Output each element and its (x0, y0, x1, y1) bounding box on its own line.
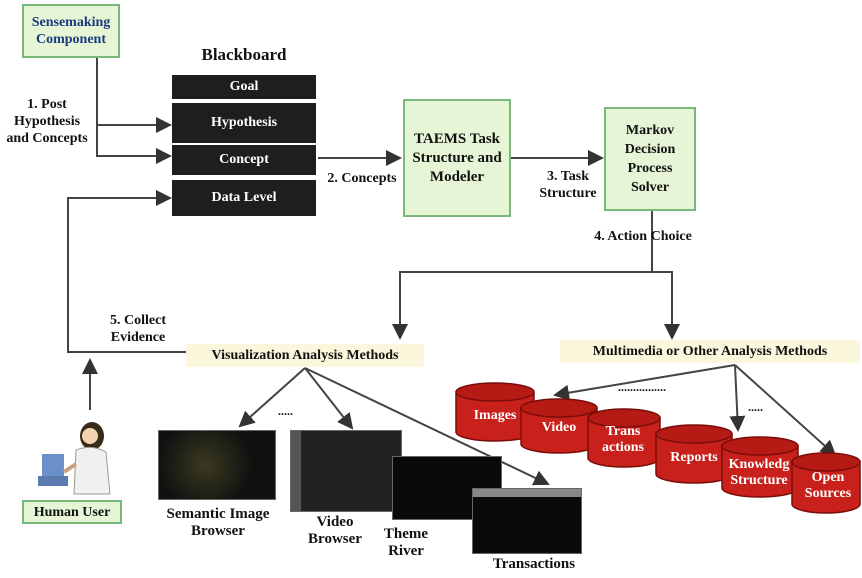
sensemaking-component-box: Sensemaking Component (22, 4, 120, 58)
mm-to-knowledge-arrow (729, 364, 746, 432)
tool-label-semantic-image-browser: Semantic Image Browser (166, 506, 270, 539)
sources-ellipsis: ..... (748, 400, 763, 414)
source-label-knowledge-structure: Knowledg Structure (728, 457, 790, 488)
step-action-choice: 4. Action Choice (594, 229, 692, 244)
cylinder-video (520, 398, 598, 454)
step-post-hypothesis: 1. Post Hypothesis and Concepts (6, 97, 88, 146)
source-label-reports: Reports (670, 450, 718, 465)
mm-to-open-arrow (734, 364, 837, 457)
collect-evidence-arrow (67, 190, 190, 353)
tool-label-theme-river: Theme River (383, 526, 429, 559)
source-label-open-sources: Open Sources (804, 470, 852, 501)
step-task-structure: 3. Task Structure (539, 169, 597, 201)
mm-to-images-arrow (553, 364, 736, 401)
blackboard-title: Blackboard (201, 45, 287, 64)
source-label-video: Video (541, 420, 577, 435)
vis-to-transactions-arrow (304, 367, 550, 486)
blackboard-row-concept: Concept (172, 145, 316, 175)
step-collect-evidence: 5. Collect Evidence (110, 313, 166, 345)
vis-to-image-arrow (238, 367, 306, 428)
markov-box: Markov Decision Process Solver (604, 107, 696, 211)
blackboard-row-data-level: Data Level (172, 180, 316, 216)
taems-box: TAEMS Task Structure and Modeler (403, 99, 511, 217)
semantic-image-browser-thumbnail (158, 430, 276, 500)
source-label-images: Images (473, 408, 517, 423)
taems-label: TAEMS Task Structure and Modeler (412, 130, 502, 185)
vis-to-video-arrow (304, 367, 354, 430)
visualization-methods-label: Visualization Analysis Methods (186, 344, 424, 367)
source-label-transactions: Trans actions (602, 424, 644, 455)
multimedia-methods-label: Multimedia or Other Analysis Methods (560, 340, 860, 363)
vis-ellipsis: ..... (278, 404, 293, 418)
cylinder-images (455, 382, 535, 442)
tool-label-transactions: Transactions (492, 556, 576, 572)
action-choice-right-arrow (652, 271, 680, 340)
cylinder-transactions (587, 408, 661, 468)
blackboard-row-goal: Goal (172, 75, 316, 99)
post-concept-arrow (96, 125, 172, 164)
action-choice-line (392, 210, 653, 340)
transactions-thumbnail (472, 488, 582, 554)
human-user-icon (38, 422, 111, 495)
markov-label: Markov Decision Process Solver (624, 123, 676, 195)
human-user-label: Human User (22, 500, 122, 524)
cylinder-open-sources (791, 452, 861, 514)
step-concepts: 2. Concepts (327, 171, 397, 186)
blackboard-row-hypothesis: Hypothesis (172, 103, 316, 143)
tool-label-video-browser: Video Browser (308, 514, 362, 547)
sensemaking-label: Sensemaking Component (31, 15, 111, 47)
mm-ellipsis: ................ (618, 380, 666, 394)
